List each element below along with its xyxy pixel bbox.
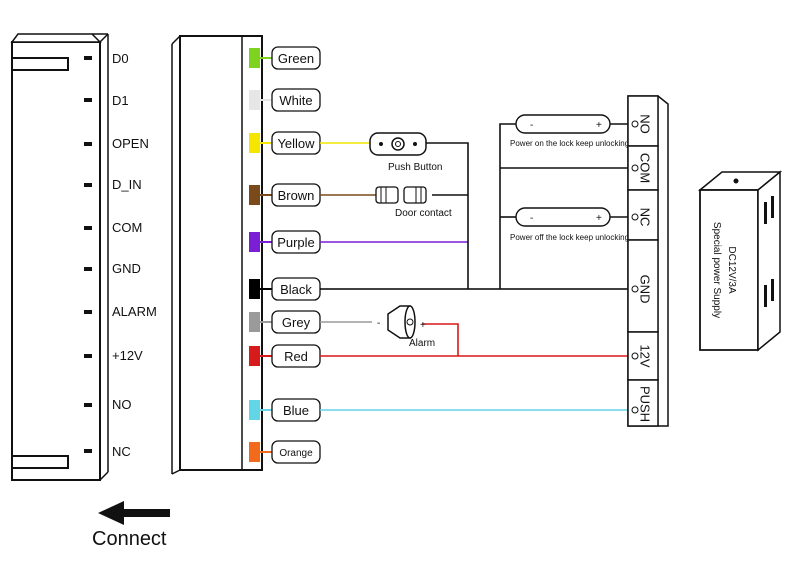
wire-label-white: White [279, 93, 312, 108]
lock-power-on: - + Power on the lock keep unlocking [510, 114, 629, 148]
push-button-label: Push Button [388, 162, 442, 173]
push-button-device: Push Button [369, 132, 442, 173]
wire-pill-green [271, 46, 321, 70]
wire-block-black [249, 279, 260, 299]
wire-block-green [249, 48, 260, 68]
pin-label-d1: D1 [112, 93, 129, 108]
wire-label-red: Red [284, 349, 308, 364]
cable-housing [171, 35, 263, 475]
terminal-label-nc: NC [638, 208, 653, 227]
wire-block-grey [249, 312, 260, 332]
terminal-label-com: COM [638, 153, 653, 183]
connect-label: Connect [92, 528, 167, 550]
alarm-minus: - [377, 318, 380, 329]
door-contact-device: Door contact [375, 186, 452, 219]
wire-label-blue: Blue [283, 403, 309, 418]
wire-run-red-alarm [422, 323, 459, 356]
terminal-label-push: PUSH [638, 386, 653, 422]
terminal-block: NO COM NC GND 12V PUSH [627, 95, 669, 427]
wire-block-purple [249, 232, 260, 252]
wire-stubs [260, 57, 272, 453]
pin-label-com: COM [112, 220, 142, 235]
lock-bottom-caption: Power off the lock keep unlocking [510, 233, 629, 242]
pin-label-d-in: D_IN [112, 177, 142, 192]
alarm-label: Alarm [409, 338, 435, 349]
pin-ticks [84, 56, 92, 453]
lock-top-minus: - [530, 120, 533, 131]
terminal-label-gnd: GND [638, 275, 653, 304]
wire-color-blocks [249, 48, 260, 462]
wire-label-brown: Brown [278, 188, 315, 203]
lock-bottom-icon [515, 207, 611, 227]
lock-top-caption: Power on the lock keep unlocking [510, 139, 629, 148]
wire-label-green: Green [278, 51, 314, 66]
pin-label-open: OPEN [112, 136, 149, 151]
pin-label-12v: +12V [112, 348, 143, 363]
wire-runs [320, 142, 628, 411]
wire-label-black: Black [280, 282, 312, 297]
common-bus-wiring [426, 123, 628, 289]
terminal-label-no: NO [638, 114, 653, 134]
pin-labels: D0 D1 OPEN D_IN COM GND ALARM +12V NO NC [112, 51, 157, 459]
wire-pill-orange [271, 440, 321, 464]
pin-label-d0: D0 [112, 51, 129, 66]
power-supply-line2: Special power Supply [711, 222, 722, 318]
lock-bottom-plus: + [596, 213, 602, 224]
wire-block-blue [249, 400, 260, 420]
power-supply-box: DC12V/3A Special power Supply [697, 170, 783, 352]
wire-label-pills: Green White Yellow Brown Purple Black Gr… [271, 46, 321, 464]
lock-power-off: - + Power off the lock keep unlocking [510, 207, 629, 242]
lock-top-icon [515, 114, 611, 134]
wire-label-yellow: Yellow [277, 136, 315, 151]
door-contact-icon [375, 186, 399, 204]
wire-block-red [249, 346, 260, 366]
connect-indicator: Connect [92, 501, 170, 550]
door-contact-label: Door contact [395, 208, 452, 219]
pin-label-no: NO [112, 397, 132, 412]
lock-bottom-minus: - [530, 213, 533, 224]
lock-top-plus: + [596, 120, 602, 131]
reader-connector-block [10, 33, 109, 481]
alarm-device: - + Alarm [377, 305, 435, 349]
wire-label-grey: Grey [282, 315, 311, 330]
wire-pill-white [271, 88, 321, 112]
alarm-plus: + [420, 320, 426, 331]
pin-label-gnd: GND [112, 261, 141, 276]
arrow-left-icon [98, 501, 170, 525]
power-supply-line1: DC12V/3A [726, 246, 737, 294]
terminal-label-12v: 12V [638, 344, 653, 367]
wire-block-yellow [249, 133, 260, 153]
wire-block-brown [249, 185, 260, 205]
pin-label-alarm: ALARM [112, 304, 157, 319]
wire-label-orange: Orange [279, 448, 313, 459]
wire-label-purple: Purple [277, 235, 315, 250]
pin-label-nc: NC [112, 444, 131, 459]
wire-block-white [249, 90, 260, 110]
wire-block-orange [249, 442, 260, 462]
